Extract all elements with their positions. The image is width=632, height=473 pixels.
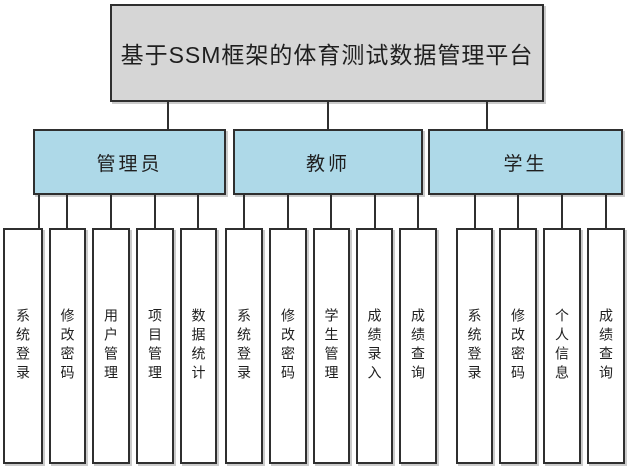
branch-node-label: 管理员 <box>96 153 163 175</box>
leaf-node-teacher-change-password: 修改密码 <box>269 228 307 464</box>
connector-line <box>66 194 68 229</box>
branch-node-student: 学生 <box>428 129 623 195</box>
root-node: 基于SSM框架的体育测试数据管理平台 <box>110 4 544 102</box>
leaf-node-student-change-password: 修改密码 <box>499 228 537 464</box>
connector-line <box>561 194 563 229</box>
leaf-node-admin-system-login: 系统登录 <box>3 228 43 464</box>
leaf-node-label: 用户管理 <box>103 308 119 384</box>
leaf-node-label: 学生管理 <box>323 308 340 384</box>
connector-line <box>517 194 519 229</box>
connector-line <box>417 194 419 229</box>
connector-line <box>154 194 156 229</box>
leaf-node-student-score-query: 成绩查询 <box>587 228 625 464</box>
connector-line <box>327 101 329 130</box>
connector-line <box>605 194 607 229</box>
connector-line <box>330 194 332 229</box>
leaf-node-label: 成绩查询 <box>410 308 426 384</box>
connector-line <box>197 194 199 229</box>
leaf-node-admin-change-password: 修改密码 <box>49 228 86 464</box>
leaf-node-teacher-system-login: 系统登录 <box>225 228 263 464</box>
connector-line <box>374 194 376 229</box>
root-node-label: 基于SSM框架的体育测试数据管理平台 <box>120 42 534 68</box>
leaf-node-student-system-login: 系统登录 <box>456 228 493 464</box>
connector-line <box>110 194 112 229</box>
leaf-node-label: 数据统计 <box>190 308 207 384</box>
leaf-node-student-personal-info: 个人信息 <box>543 228 581 464</box>
connector-line <box>287 194 289 229</box>
connector-line <box>486 101 488 130</box>
leaf-node-admin-data-statistics: 数据统计 <box>180 228 217 464</box>
leaf-node-teacher-score-entry: 成绩录入 <box>356 228 393 464</box>
leaf-node-label: 成绩录入 <box>366 308 383 384</box>
branch-node-label: 学生 <box>503 153 548 175</box>
leaf-node-label: 个人信息 <box>554 308 570 384</box>
connector-line <box>243 194 245 229</box>
leaf-node-label: 系统登录 <box>15 308 31 384</box>
branch-node-teacher: 教师 <box>233 129 423 195</box>
leaf-node-label: 项目管理 <box>147 308 163 384</box>
branch-node-admin: 管理员 <box>33 129 226 195</box>
leaf-node-label: 成绩查询 <box>598 308 614 384</box>
leaf-node-label: 修改密码 <box>280 308 296 384</box>
leaf-node-teacher-student-management: 学生管理 <box>313 228 350 464</box>
connector-line <box>474 194 476 229</box>
leaf-node-admin-project-management: 项目管理 <box>136 228 174 464</box>
leaf-node-admin-user-management: 用户管理 <box>92 228 130 464</box>
connector-line <box>167 101 169 130</box>
leaf-node-label: 系统登录 <box>466 308 483 384</box>
leaf-node-teacher-score-query: 成绩查询 <box>399 228 437 464</box>
connector-line <box>38 194 40 229</box>
leaf-node-label: 修改密码 <box>59 308 76 384</box>
leaf-node-label: 修改密码 <box>510 308 526 384</box>
leaf-node-label: 系统登录 <box>236 308 252 384</box>
branch-node-label: 教师 <box>305 153 350 175</box>
